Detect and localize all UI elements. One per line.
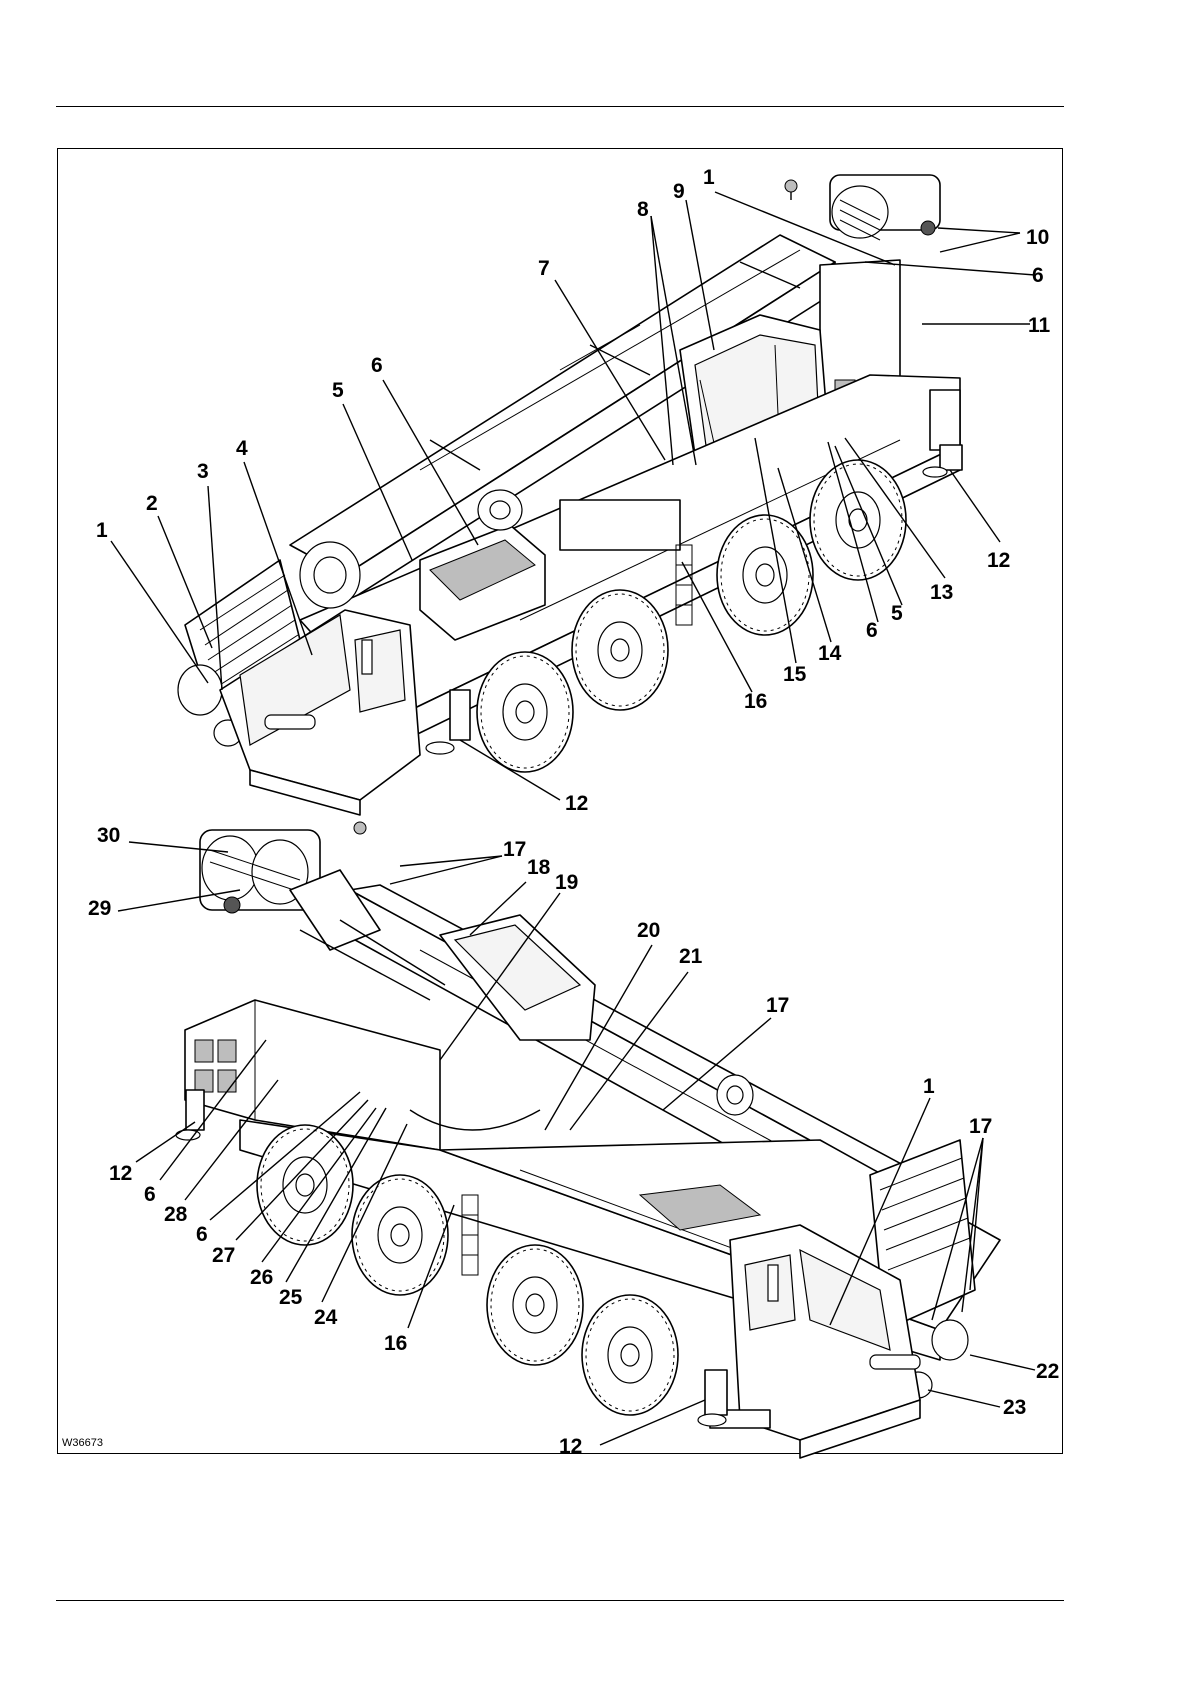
callout-1b: 1 [703, 166, 715, 189]
callout-16b: 16 [384, 1332, 407, 1355]
callout-12c: 12 [109, 1162, 132, 1185]
callout-8: 8 [637, 198, 649, 221]
callout-18: 18 [527, 856, 551, 879]
callout-28: 28 [164, 1203, 188, 1226]
callout-20: 20 [637, 919, 660, 942]
callout-6a: 6 [371, 354, 383, 377]
callout-29: 29 [88, 897, 111, 920]
callout-30: 30 [97, 824, 120, 847]
callout-15: 15 [783, 663, 807, 686]
callout-1a: 1 [96, 519, 108, 542]
crane-bottom-illustration [176, 822, 1000, 1458]
callout-22: 22 [1036, 1360, 1059, 1383]
callout-9: 9 [673, 180, 685, 203]
callout-6b: 6 [1032, 264, 1044, 287]
callout-10: 10 [1026, 226, 1049, 249]
callout-6d: 6 [144, 1183, 156, 1206]
callout-5a: 5 [332, 379, 344, 402]
callout-12d: 12 [559, 1435, 582, 1458]
callout-17b: 17 [766, 994, 789, 1017]
callout-7: 7 [538, 257, 550, 280]
callout-19: 19 [555, 871, 578, 894]
callout-25: 25 [279, 1286, 303, 1309]
callout-12a: 12 [987, 549, 1010, 572]
callout-26: 26 [250, 1266, 273, 1289]
callout-16a: 16 [744, 690, 767, 713]
callout-14: 14 [818, 642, 842, 665]
callout-21: 21 [679, 945, 703, 968]
callout-6e: 6 [196, 1223, 208, 1246]
callout-5b: 5 [891, 602, 903, 625]
callout-6c: 6 [866, 619, 878, 642]
callout-1c: 1 [923, 1075, 935, 1098]
callout-11: 11 [1028, 314, 1051, 337]
callout-3: 3 [197, 460, 209, 483]
callout-17c: 17 [969, 1115, 992, 1138]
callout-27: 27 [212, 1244, 235, 1267]
crane-top-illustration [178, 175, 962, 815]
callout-12b: 12 [565, 792, 588, 815]
callout-4: 4 [236, 437, 248, 460]
callout-2: 2 [146, 492, 158, 515]
callout-23: 23 [1003, 1396, 1026, 1419]
figure-id: W36673 [62, 1437, 103, 1449]
callout-24: 24 [314, 1306, 338, 1329]
callout-17a: 17 [503, 838, 526, 861]
callout-13: 13 [930, 581, 953, 604]
